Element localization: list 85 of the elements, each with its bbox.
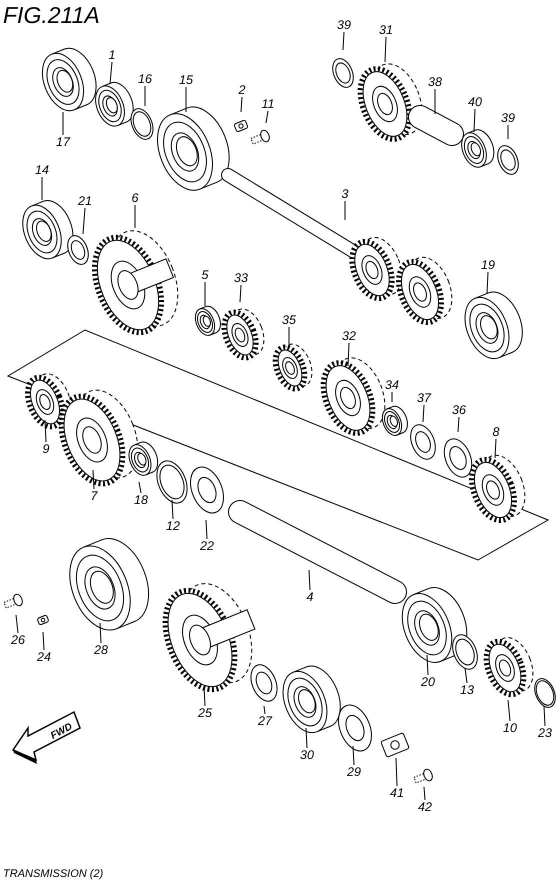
leader-line	[172, 500, 174, 520]
leader-line	[92, 470, 94, 490]
figure-caption: TRANSMISSION (2)	[3, 868, 104, 880]
callout-number: 36	[448, 403, 470, 417]
leader-line	[458, 416, 460, 432]
callout-number: 37	[413, 391, 435, 405]
callout-number: 28	[90, 643, 112, 657]
leader-line	[308, 570, 310, 590]
leader-line	[100, 622, 102, 644]
callout-number: 38	[424, 75, 446, 89]
callout-number: 1	[101, 48, 123, 62]
callout-number: 3	[334, 187, 356, 201]
callout-number: 19	[477, 258, 499, 272]
callout-number: 22	[196, 539, 218, 553]
callout-number: 33	[230, 271, 252, 285]
callout-number: 16	[134, 72, 156, 86]
leader-line	[464, 668, 468, 684]
leader-line	[240, 284, 242, 302]
leader-line	[474, 108, 476, 132]
callout-number: 5	[194, 268, 216, 282]
leader-line	[288, 326, 290, 348]
leader-line	[342, 32, 344, 50]
leader-line	[134, 204, 136, 228]
direction-label: FWD	[49, 721, 74, 742]
leader-line	[16, 614, 18, 634]
callout-number: 15	[175, 73, 197, 87]
leader-line	[240, 96, 242, 112]
leader-line	[204, 282, 206, 306]
leader-line	[110, 62, 112, 84]
leader-line	[348, 342, 350, 366]
callout-number: 2	[231, 83, 253, 97]
callout-number: 40	[464, 95, 486, 109]
leader-line	[138, 482, 142, 494]
callout-number: 11	[257, 97, 279, 111]
callout-number: 29	[343, 765, 365, 779]
callout-number: 7	[83, 489, 105, 503]
leader-line	[486, 272, 488, 294]
leader-line	[384, 36, 386, 62]
leader-line	[344, 200, 346, 220]
callout-number: 13	[456, 683, 478, 697]
callout-number: 17	[52, 135, 74, 149]
callout-number: 18	[130, 493, 152, 507]
leader-line	[266, 110, 268, 124]
callout-number: 41	[386, 786, 408, 800]
callout-number: 42	[414, 800, 436, 814]
leader-line	[434, 88, 436, 114]
callout-number: 27	[254, 714, 276, 728]
callout-number: 39	[497, 111, 519, 125]
leader-line	[264, 706, 266, 714]
callout-number: 32	[338, 329, 360, 343]
callout-number: 39	[333, 18, 355, 32]
callout-number: 30	[296, 748, 318, 762]
callout-number: 35	[278, 313, 300, 327]
callout-number: 8	[485, 425, 507, 439]
leader-line	[144, 86, 146, 106]
leader-line	[62, 112, 64, 136]
callout-number: 12	[162, 519, 184, 533]
leader-line	[82, 208, 86, 234]
leader-line	[204, 686, 206, 706]
callout-number: 4	[299, 590, 321, 604]
callout-number: 21	[74, 194, 96, 208]
callout-number: 24	[33, 650, 55, 664]
callout-number: 9	[35, 442, 57, 456]
leader-line	[44, 420, 46, 442]
callout-number: 10	[499, 721, 521, 735]
callout-number: 20	[417, 675, 439, 689]
leader-line	[426, 654, 428, 676]
leader-line	[42, 632, 44, 650]
leader-line	[508, 700, 510, 722]
callout-number: 31	[375, 23, 397, 37]
leader-line	[306, 728, 308, 748]
figure-title: FIG.211A	[3, 2, 100, 29]
callout-number: 6	[124, 191, 146, 205]
leader-line	[494, 438, 496, 458]
leader-line	[352, 746, 354, 766]
callout-number: 26	[7, 633, 29, 647]
callout-number: 25	[194, 706, 216, 720]
leader-line	[544, 706, 546, 726]
leader-line	[424, 786, 426, 800]
callout-number: 23	[534, 726, 556, 740]
leader-line	[206, 520, 208, 540]
callout-number: 14	[31, 163, 53, 177]
callout-number: 34	[381, 378, 403, 392]
leader-line	[422, 404, 424, 422]
leader-line	[396, 758, 398, 786]
